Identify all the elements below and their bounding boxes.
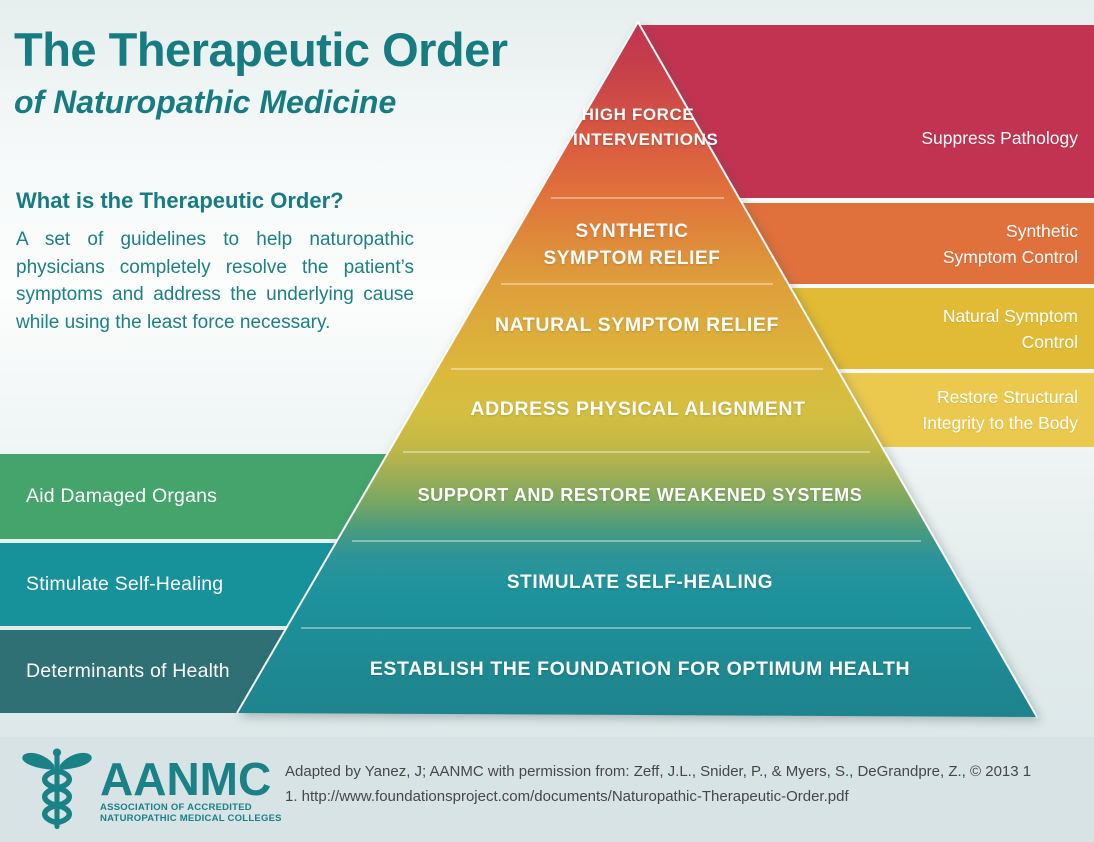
pyramid-level-7-label: ESTABLISH THE FOUNDATION FOR OPTIMUM HEA… [369,658,911,680]
citation-line2: 1. http://www.foundationsproject.com/doc… [285,788,849,805]
caduceus-icon [22,748,92,830]
pyramid-level-3-label: NATURAL SYMPTOM RELIEF [494,314,780,336]
band-label: Natural Symptom Control [942,305,1078,352]
logo-text-block: AANMC ASSOCIATION OF ACCREDITED NATUROPA… [100,753,282,824]
band-label: Restore Structural Integrity to the Body [922,387,1078,433]
citation-line1: Adapted by Yanez, J; AANMC with permissi… [285,763,1032,780]
logo-org-line1: ASSOCIATION OF ACCREDITED [100,802,252,813]
logo-org-line2: NATUROPATHIC MEDICAL COLLEGES [100,813,282,824]
band-label: Aid Damaged Organs [26,485,218,507]
band-suppress-pathology: Suppress Pathology [640,25,1094,198]
intro-paragraph: A set of guidelines to help naturopathic… [16,229,414,333]
band-label: Synthetic Symptom Control [942,220,1078,267]
pyramid-level-5-label: SUPPORT AND RESTORE WEAKENED SYSTEMS [417,485,863,505]
page-title: The Therapeutic Order [14,23,508,76]
intro-heading: What is the Therapeutic Order? [16,188,344,213]
citation-block: Adapted by Yanez, J; AANMC with permissi… [285,759,1085,809]
logo-acronym: AANMC [100,753,272,805]
band-stimulate-self-healing: Stimulate Self-Healing [0,543,400,626]
pyramid-level-1-label: HIGH FORCE INTERVENTIONS [573,105,719,149]
aanmc-logo: AANMC ASSOCIATION OF ACCREDITED NATUROPA… [16,743,282,835]
pyramid-level-2-label: SYNTHETIC SYMPTOM RELIEF [543,221,721,269]
band-label: Stimulate Self-Healing [26,573,224,595]
page-subtitle: of Naturopathic Medicine [14,84,397,120]
footer-bar: AANMC ASSOCIATION OF ACCREDITED NATUROPA… [0,737,1094,842]
pyramid-level-4-label: ADDRESS PHYSICAL ALIGNMENT [470,398,806,420]
band-aid-damaged-organs: Aid Damaged Organs [0,454,400,539]
pyramid-level-6-label: STIMULATE SELF-HEALING [506,572,774,593]
band-label: Determinants of Health [26,660,230,682]
band-determinants-of-health: Determinants of Health [0,630,400,713]
band-label: Suppress Pathology [921,127,1078,148]
